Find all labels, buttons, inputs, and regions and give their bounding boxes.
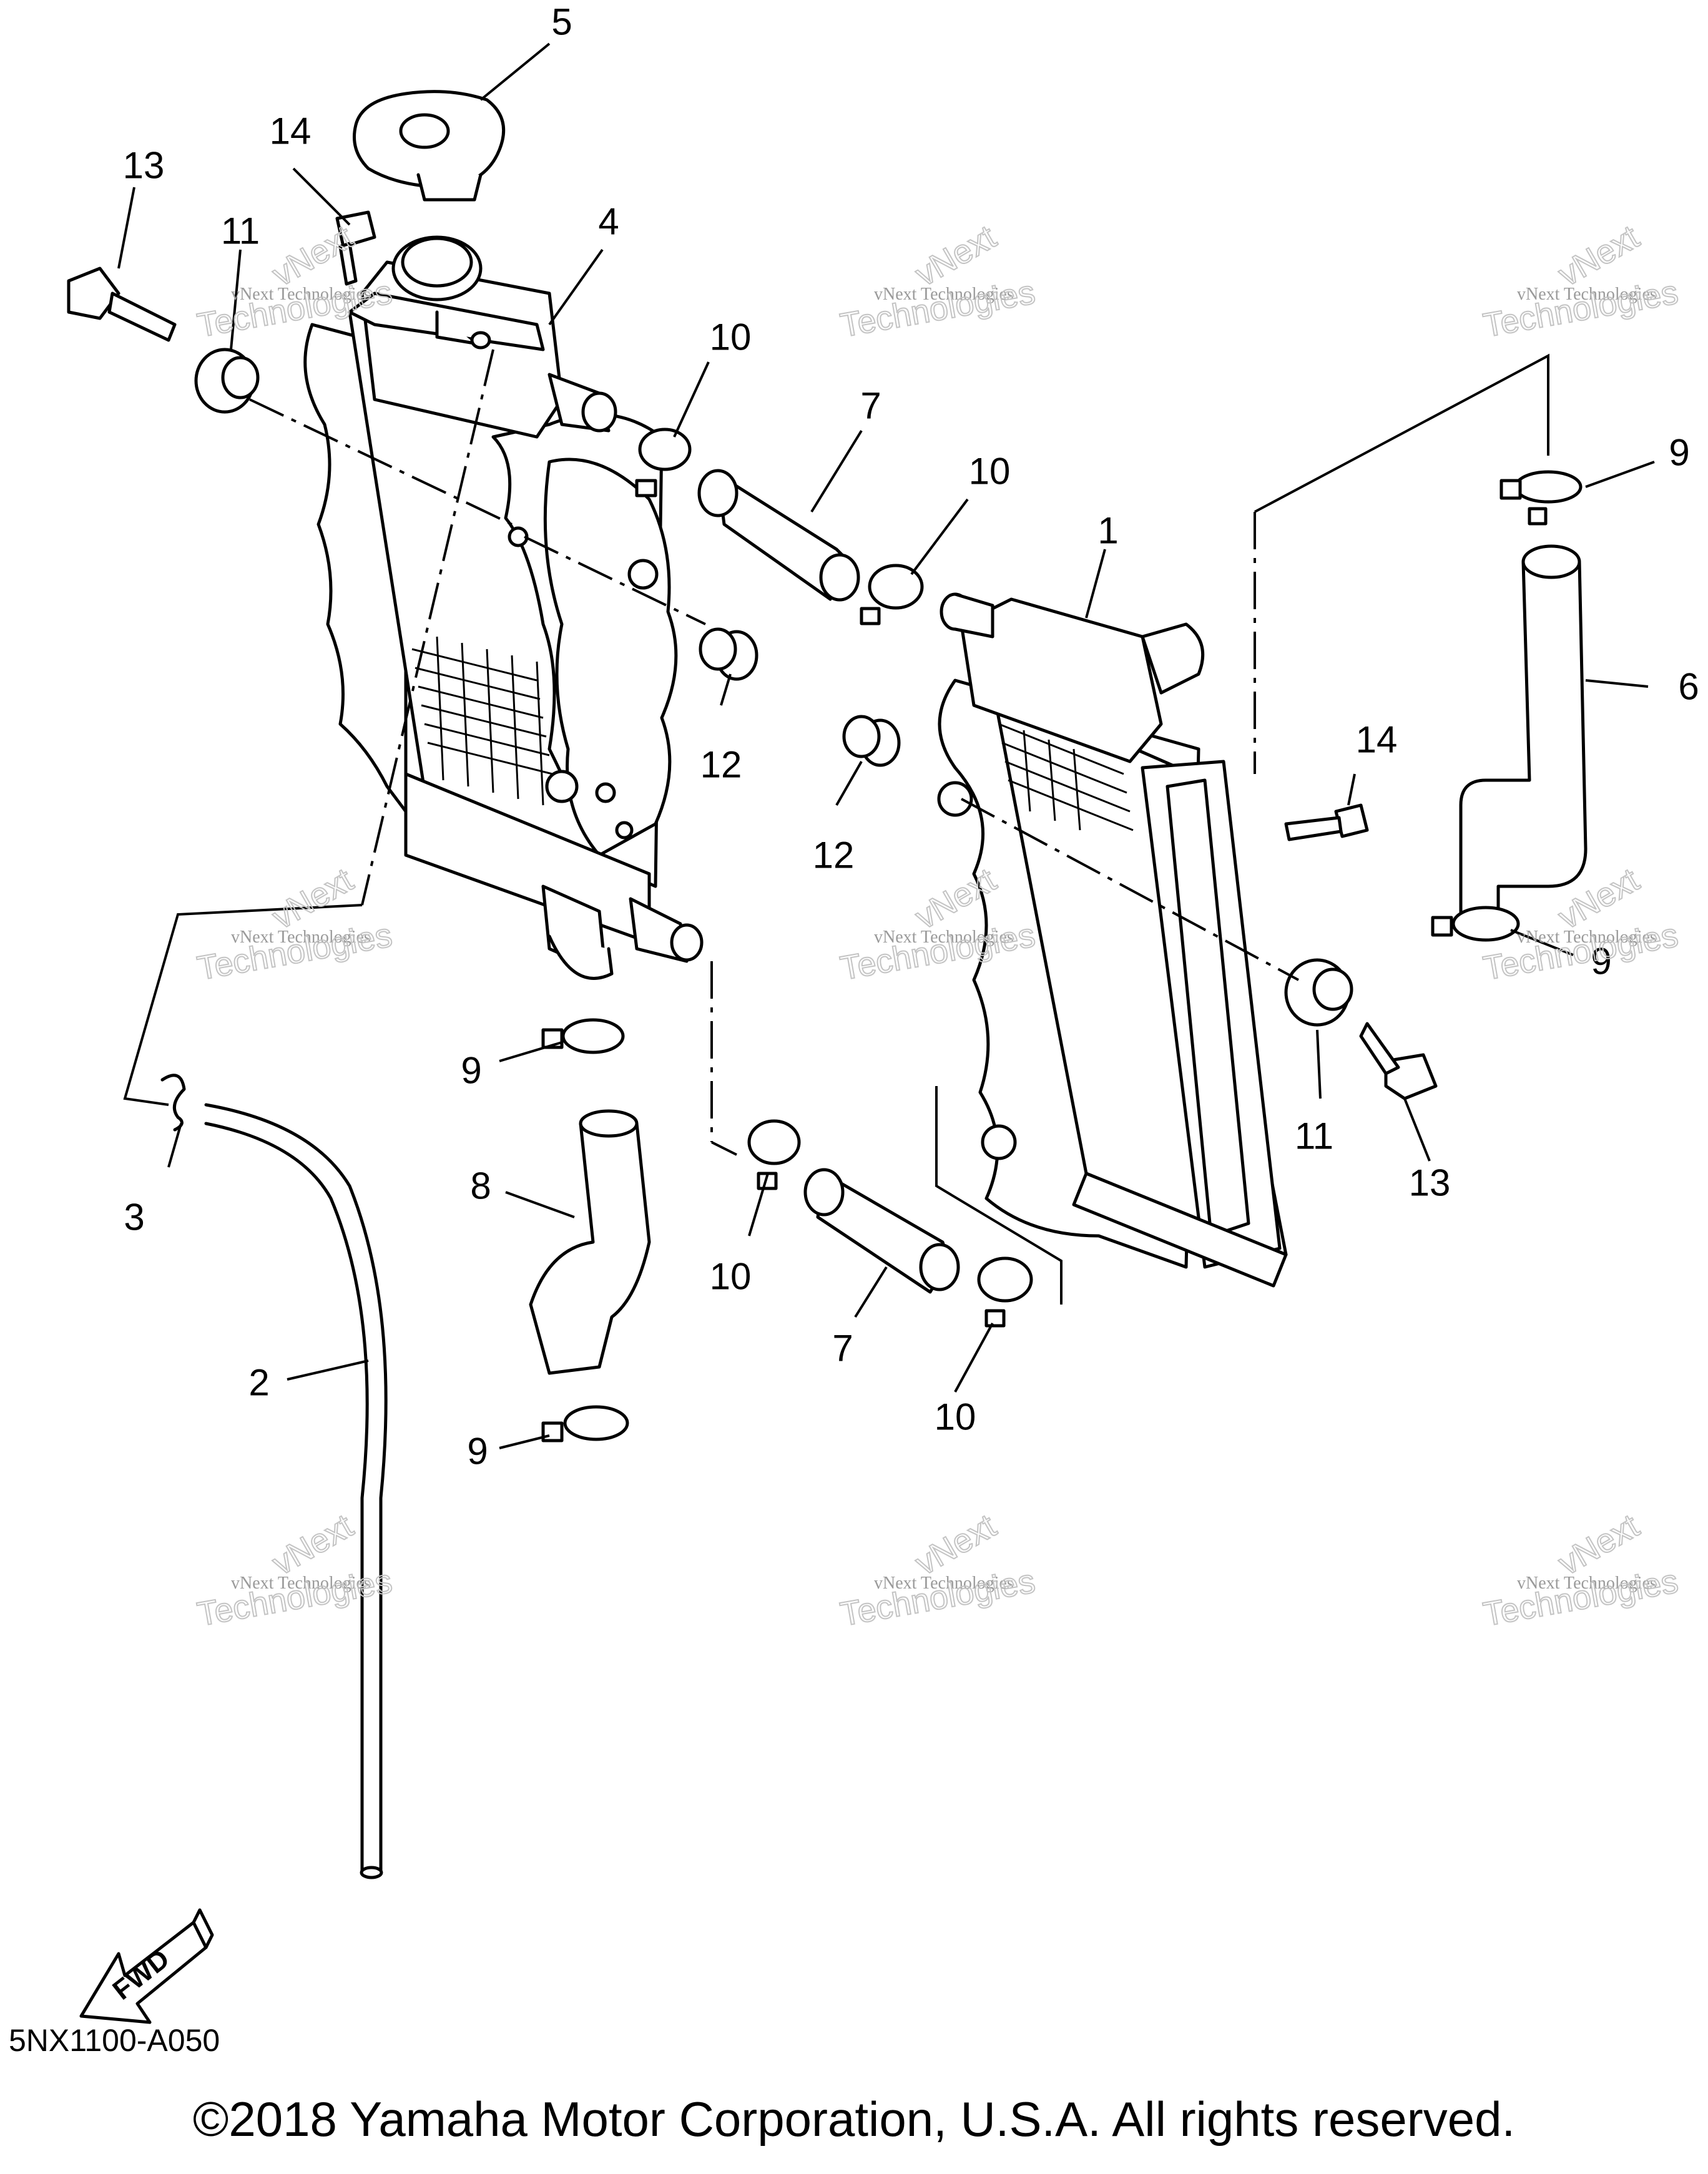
grommets-and-collars: [194, 348, 1353, 1027]
svg-text:vNext Technologies: vNext Technologies: [874, 285, 1014, 304]
callout-14-left: 14: [270, 110, 312, 152]
callout-7-upper: 7: [860, 385, 881, 427]
fwd-arrow-icon: FWD: [79, 1908, 214, 2024]
callout-10-lower-mid: 10: [710, 1256, 752, 1298]
phantom-lines: [123, 349, 1549, 1305]
callout-11-left: 11: [221, 210, 260, 252]
callout-12-left: 12: [700, 744, 742, 786]
callout-9-left-upper: 9: [461, 1050, 481, 1092]
svg-text:vNext Technologies: vNext Technologies: [231, 1574, 371, 1593]
callout-12-right: 12: [813, 835, 855, 876]
bolts: [67, 210, 1438, 1100]
callout-10-lower-right: 10: [935, 1396, 976, 1438]
svg-text:vNext Technologies: vNext Technologies: [231, 928, 371, 947]
svg-text:vNext Technologies: vNext Technologies: [874, 928, 1014, 947]
svg-text:vNext Technologies: vNext Technologies: [1517, 285, 1657, 304]
callout-13-right: 13: [1409, 1162, 1451, 1204]
callout-5: 5: [551, 1, 572, 43]
hose-8: [529, 1109, 651, 1375]
svg-text:vNext Technologies: vNext Technologies: [874, 1574, 1014, 1593]
watermark-2: vNext Technologies Technologies vNext: [837, 217, 1039, 345]
callout-10-upper-left: 10: [710, 316, 752, 358]
callout-3: 3: [124, 1197, 144, 1238]
breather-hose-2: [204, 1103, 388, 1879]
left-radiator: [303, 235, 704, 980]
copyright-notice: ©2018 Yamaha Motor Corporation, U.S.A. A…: [192, 2092, 1516, 2147]
watermark-9: vNext Technologies Technologies vNext: [1480, 1506, 1682, 1633]
diagram-code: 5NX1100-A050: [9, 2023, 220, 2058]
callout-8: 8: [470, 1165, 491, 1207]
callout-11-right: 11: [1295, 1115, 1333, 1157]
callout-numbers: 1 2 3 4 5 6 7 7 8 9 9 9 9 10 10 10 10 11…: [123, 1, 1699, 1472]
watermark-8: vNext Technologies Technologies vNext: [837, 1506, 1039, 1633]
watermark-3: vNext Technologies Technologies vNext: [1480, 217, 1682, 345]
hose-7-lower: [803, 1168, 960, 1294]
svg-text:vNext Technologies: vNext Technologies: [1517, 928, 1657, 947]
callout-leaders: [117, 42, 1655, 1449]
callout-9-upper-right: 9: [1669, 432, 1689, 474]
callout-9-mid-right: 9: [1591, 941, 1611, 982]
callout-1: 1: [1097, 510, 1118, 552]
hose-7-upper: [697, 469, 860, 602]
callout-9-left-lower: 9: [467, 1431, 488, 1472]
radiator-cap: [353, 90, 506, 202]
watermark-4: vNext Technologies Technologies vNext: [194, 860, 396, 987]
callout-6: 6: [1678, 666, 1699, 708]
callout-13-left: 13: [123, 145, 165, 187]
svg-text:vNext Technologies: vNext Technologies: [231, 285, 371, 304]
hose-clip: [160, 1074, 186, 1132]
hose-clamps: [541, 428, 1583, 1442]
callout-7-lower: 7: [832, 1328, 853, 1369]
hose-6: [1459, 544, 1588, 919]
callout-4: 4: [598, 201, 619, 243]
callout-14-right: 14: [1356, 719, 1398, 761]
svg-text:vNext Technologies: vNext Technologies: [1517, 1574, 1657, 1593]
right-radiator: [937, 592, 1288, 1288]
callout-2: 2: [248, 1362, 269, 1404]
callout-10-upper-mid: 10: [969, 451, 1011, 492]
